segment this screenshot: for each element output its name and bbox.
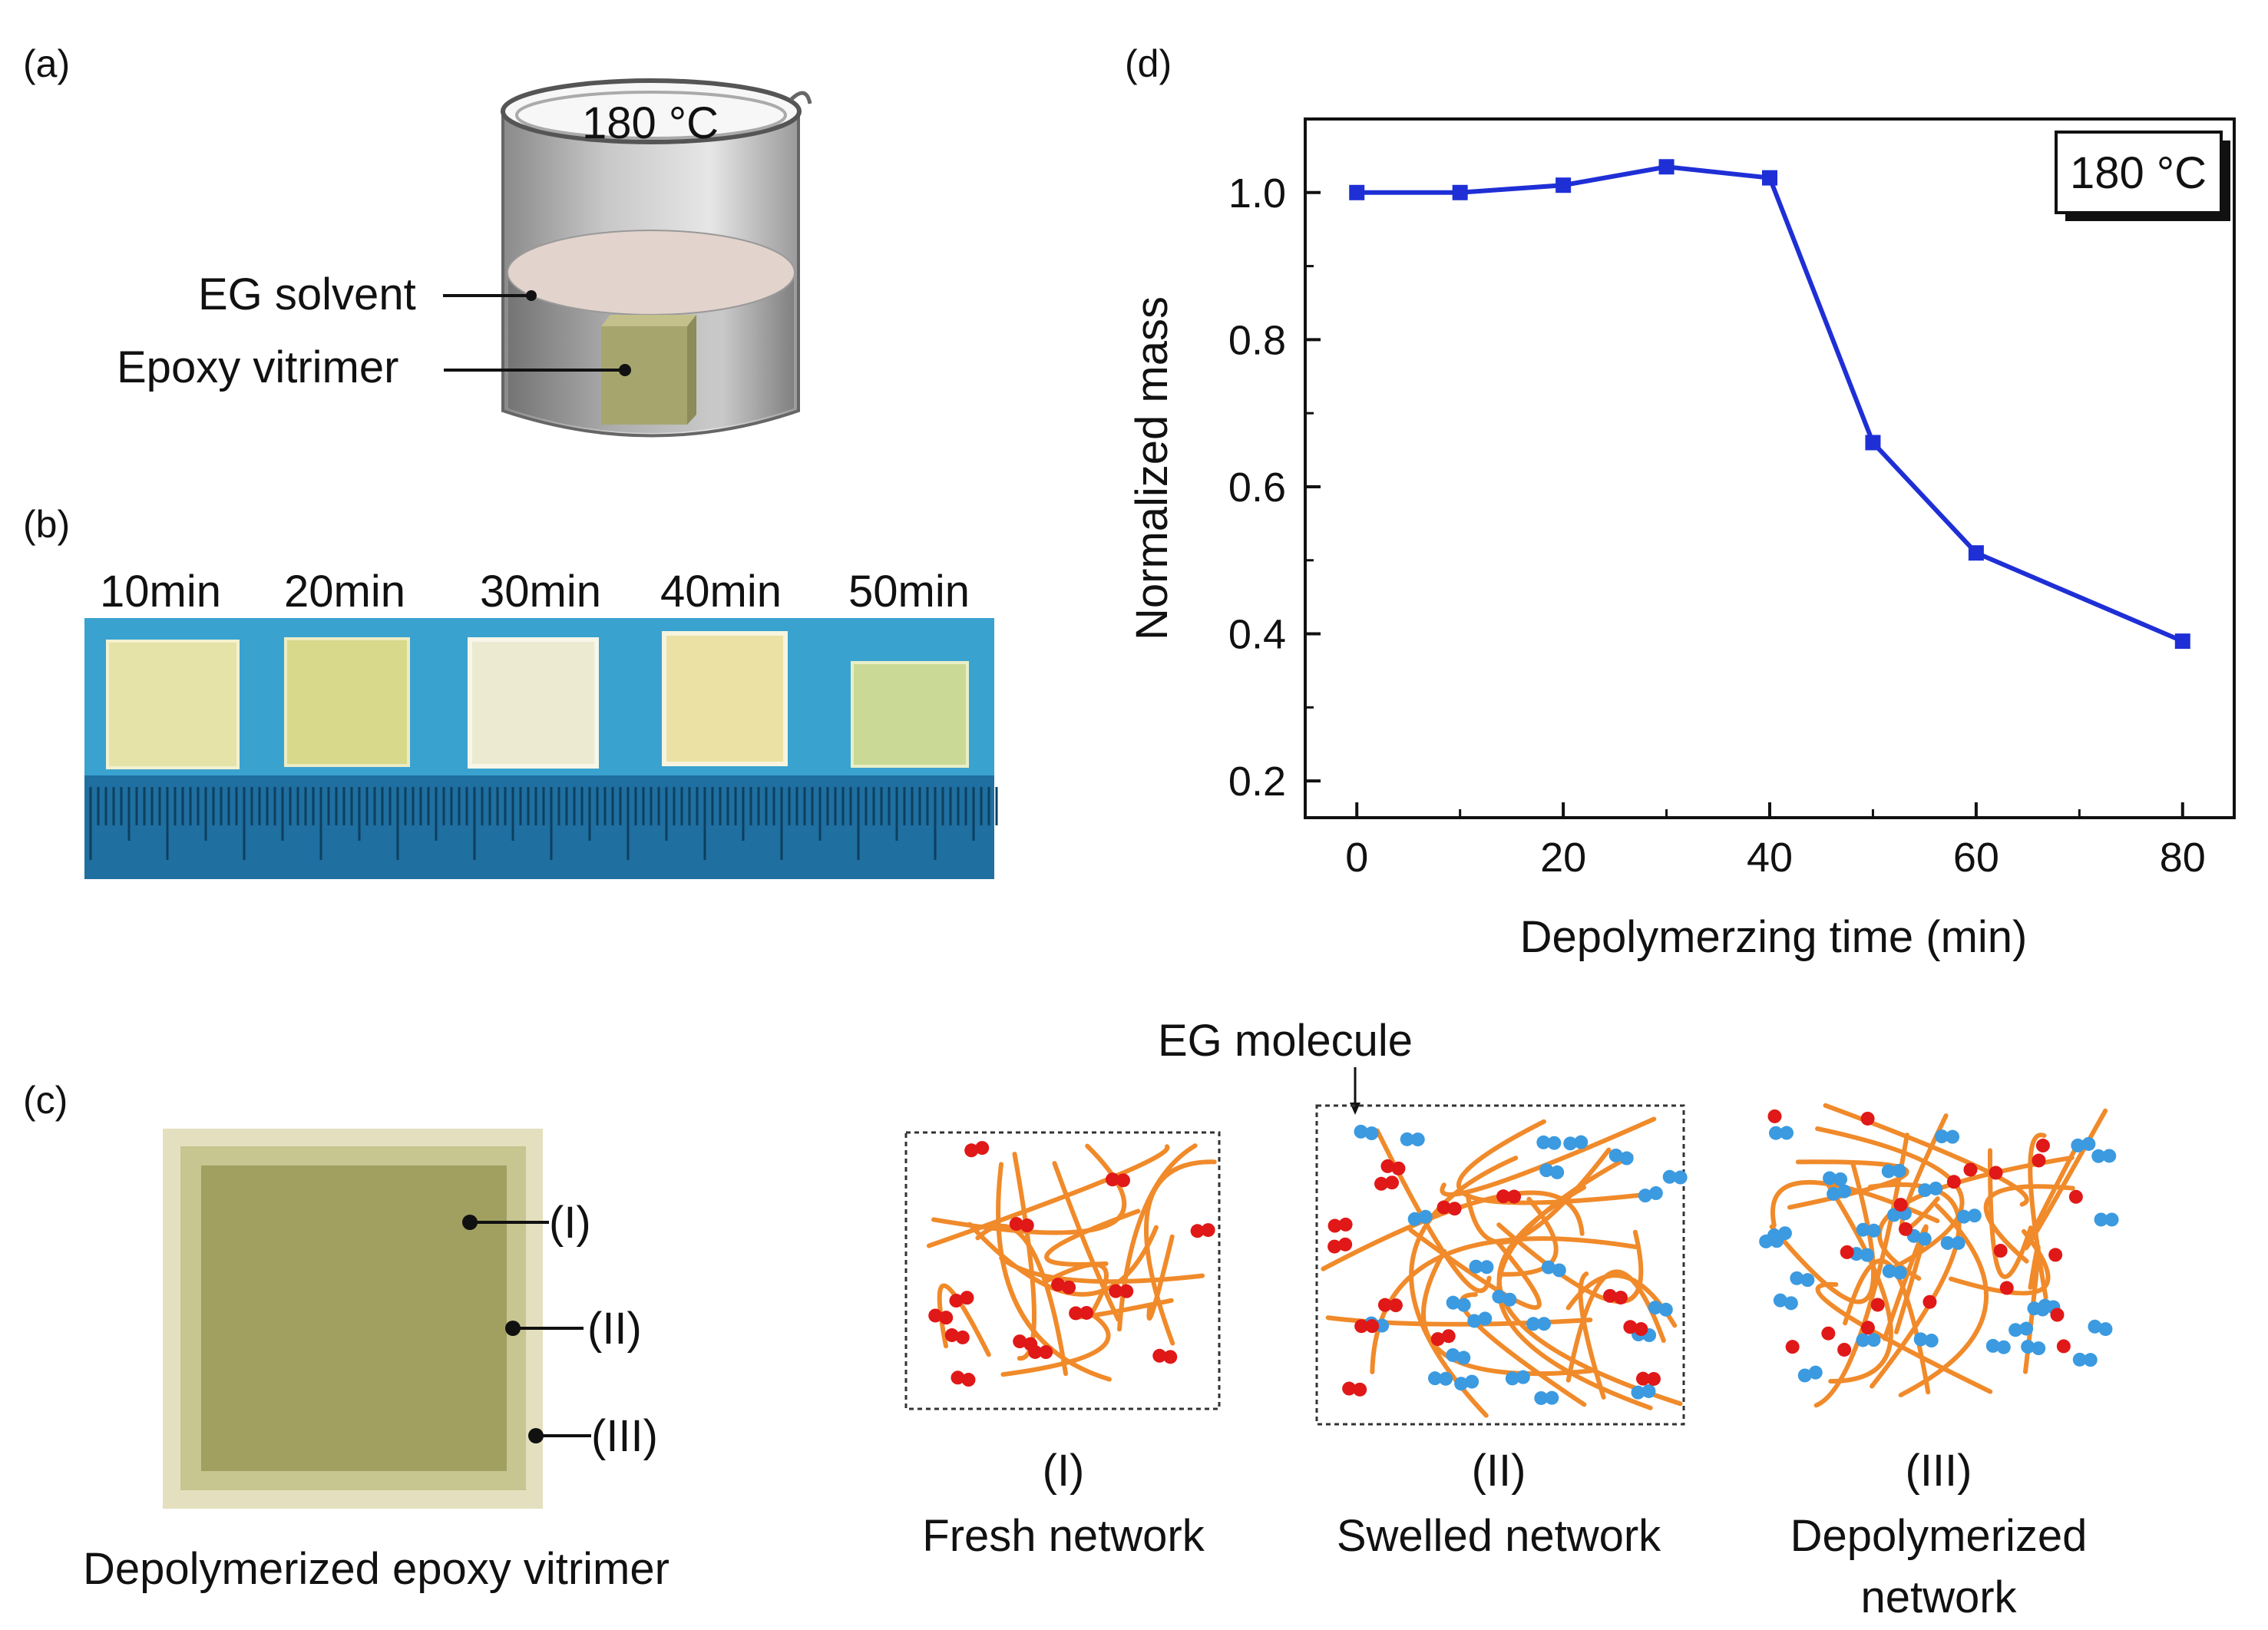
data-point — [1658, 159, 1675, 175]
network-I-schematic — [926, 1141, 1217, 1387]
time-label-10: 10min — [100, 567, 221, 617]
y-tick-label: 0.6 — [1228, 465, 1286, 511]
y-tick-label: 0.2 — [1228, 759, 1286, 805]
network-II-name: Swelled network — [1337, 1511, 1661, 1561]
sample-20min — [284, 637, 410, 767]
series-line — [1357, 164, 2184, 643]
sample-40min — [662, 631, 788, 766]
data-point — [1452, 184, 1468, 200]
panel-d-label: (d) — [1125, 42, 1172, 85]
epoxy-vitrimer-label: Epoxy vitrimer — [117, 342, 398, 392]
x-tick-label: 20 — [1540, 835, 1586, 881]
region-I-core — [201, 1165, 507, 1471]
panel-a: (a) 180 °C EG solvent Epoxy vitrimer — [23, 42, 812, 438]
network-III-id: (III) — [1906, 1446, 1972, 1496]
data-point — [1349, 184, 1365, 200]
epoxy-vitrimer-dot — [619, 364, 631, 376]
sample-10min — [106, 640, 240, 769]
time-label-50: 50min — [848, 567, 970, 617]
panel-c: (c) (I) (II) (III) Depolymerized epoxy v… — [23, 1016, 2119, 1622]
panel-d: (d) 0 20 40 60 80 0.2 0.4 0.6 0.8 1.0 Depolymerzi… — [1125, 42, 2236, 962]
vitrimer-cross-section — [163, 1129, 543, 1509]
data-point — [1762, 170, 1777, 186]
panel-b-label: (b) — [23, 503, 70, 546]
x-tick-label: 60 — [1953, 835, 1999, 881]
data-point — [2174, 633, 2190, 650]
x-axis-label: Depolymerzing time (min) — [1520, 912, 2028, 962]
sample-30min — [468, 637, 599, 769]
time-label-30: 30min — [480, 567, 601, 617]
beaker-illustration — [501, 78, 812, 438]
time-label-20: 20min — [284, 567, 405, 617]
epoxy-cube — [601, 315, 696, 425]
x-tick-label: 80 — [2160, 835, 2206, 881]
network-I-id: (I) — [1043, 1446, 1085, 1496]
network-II-schematic — [1321, 1116, 1688, 1418]
legend-label: 180 °C — [2070, 148, 2207, 198]
plot-frame — [1304, 117, 2236, 819]
chart-ticks: 0 20 40 60 80 0.2 0.4 0.6 0.8 1.0 — [1228, 170, 2206, 881]
network-II-id: (II) — [1472, 1446, 1526, 1496]
cross-section-caption: Depolymerized epoxy vitrimer — [83, 1544, 669, 1594]
legend-box: 180 °C — [2055, 131, 2230, 221]
eg-solvent-dot — [526, 290, 537, 301]
series-points — [1349, 159, 2190, 650]
network-II-box — [1315, 1104, 1685, 1426]
sample-50min — [851, 661, 969, 768]
eg-molecule-label: EG molecule — [1158, 1016, 1413, 1066]
data-point — [1865, 435, 1881, 451]
network-I-name: Fresh network — [922, 1511, 1205, 1561]
y-tick-label: 0.8 — [1228, 317, 1286, 363]
y-tick-label: 1.0 — [1228, 170, 1286, 217]
x-tick-label: 0 — [1345, 835, 1368, 881]
sample-photo — [84, 618, 998, 879]
panel-b: (b) 10min 20min 30min 40min 50min — [23, 503, 998, 879]
time-label-40: 40min — [660, 567, 782, 617]
region-III-label: (III) — [591, 1411, 658, 1461]
eg-molecule-arrowhead — [1350, 1103, 1360, 1115]
x-tick-label: 40 — [1747, 835, 1793, 881]
data-point — [1968, 545, 1984, 561]
network-III-name-line1: Depolymerized — [1790, 1511, 2088, 1561]
panel-c-label: (c) — [23, 1079, 68, 1122]
data-point — [1556, 177, 1572, 193]
region-I-label: (I) — [549, 1198, 591, 1248]
network-III-name-line2: network — [1860, 1572, 2017, 1622]
ruler-ticks — [89, 787, 998, 860]
network-I-box — [904, 1131, 1221, 1410]
y-tick-label: 0.4 — [1228, 612, 1286, 658]
y-axis-label: Normalized mass — [1127, 296, 1177, 640]
eg-solvent-label: EG solvent — [198, 269, 416, 319]
temperature-label: 180 °C — [582, 98, 719, 148]
panel-a-label: (a) — [23, 42, 70, 85]
network-III-schematic — [1759, 1103, 2119, 1408]
region-II-label: (II) — [587, 1304, 642, 1354]
